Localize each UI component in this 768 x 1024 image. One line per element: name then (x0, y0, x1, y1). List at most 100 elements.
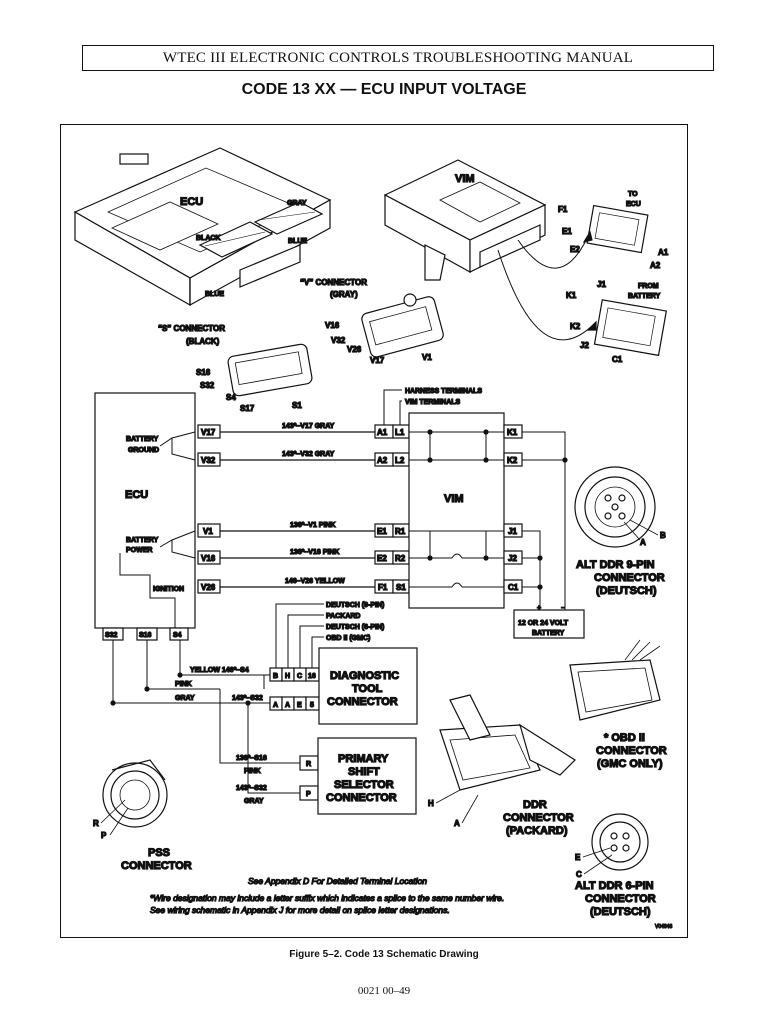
diag-title-2: TOOL (352, 683, 383, 695)
vim-block (408, 412, 505, 609)
pss-pin-r: R (306, 761, 311, 768)
ecu-terminal-v1: V1 (203, 527, 213, 536)
e2-pin-label: E2 (570, 245, 580, 254)
pss-title-3: SELECTOR (334, 779, 394, 791)
harness-f1: F1 (378, 583, 388, 592)
from-battery-connector-drawing (593, 299, 668, 357)
ecu-block (94, 392, 196, 629)
ecu-blue2-label: BLUE (205, 291, 224, 298)
page-number: 0021 00–49 (357, 985, 411, 997)
e1-pin-label: E1 (562, 227, 572, 236)
vim-c1: C1 (508, 583, 519, 592)
figure-frame (60, 124, 688, 938)
harness-terminals-label: HARNESS TERMINALS (405, 388, 482, 395)
wire-label-v26: 146–V26 YELLOW (285, 578, 345, 585)
diag-pin-16: 16 (308, 673, 316, 680)
vim-r1: R1 (395, 527, 406, 536)
v32-pin-label: V32 (331, 336, 346, 345)
diagnostic-pins (269, 667, 320, 711)
harness-a2: A2 (377, 456, 388, 465)
v1-pin-label: V1 (422, 353, 432, 362)
pss-connector-label: PSS (148, 847, 170, 859)
vim-module-drawing (383, 159, 547, 281)
v17-pin-label: V17 (370, 356, 385, 365)
page-title: CODE 13 XX — ECU INPUT VOLTAGE (241, 81, 527, 98)
alt6-c-label: C (576, 870, 582, 879)
obd-title-2: CONNECTOR (596, 745, 667, 757)
harness-e2: E2 (377, 554, 387, 563)
alt-ddr-9pin-drawing (574, 466, 656, 548)
v16-pin-label: V16 (325, 321, 340, 330)
diag-pin-a2: A (285, 702, 290, 709)
harness-a1: A1 (377, 428, 388, 437)
alt6-title-3: (DEUTSCH) (590, 906, 651, 918)
vim-module-label: VIM (455, 173, 475, 185)
ecu-terminals (197, 424, 221, 594)
battery-plus: + (537, 605, 541, 612)
s-connector-color: (BLACK) (186, 337, 220, 346)
s-connector-label: “S” CONNECTOR (158, 324, 225, 333)
battery-box (513, 609, 585, 639)
a2-pin-label: A2 (650, 261, 661, 270)
ecu-terminal-v32: V32 (201, 456, 216, 465)
wire-label-v17: 143*–V17 GRAY (282, 423, 335, 430)
diagnostic-tool-block (318, 647, 418, 725)
j1-pin-label: J1 (597, 280, 606, 289)
alt6-e-label: E (575, 853, 581, 862)
pss-pin-p: P (306, 791, 311, 798)
s16-pin-label: S16 (196, 368, 211, 377)
ecu-terminal-v26: V26 (201, 583, 216, 592)
f1-pin-label: F1 (558, 205, 568, 214)
vim-r2: R2 (395, 554, 406, 563)
pss-p-label: P (101, 831, 107, 840)
pss-r-label: R (93, 819, 99, 828)
from-battery-label-2: BATTERY (628, 293, 661, 300)
ddr-title-2: CONNECTOR (503, 812, 574, 824)
v-connector-label: “V” CONNECTOR (300, 278, 367, 287)
diag-pin-5: 5 (310, 702, 314, 709)
ecu-terminal-s4: S4 (173, 632, 182, 639)
v26-pin-label: V26 (347, 345, 362, 354)
battery-voltage-label: 12 OR 24 VOLT (518, 620, 569, 627)
s17-pin-label: S17 (240, 404, 255, 413)
to-ecu-connector-drawing (586, 204, 649, 254)
pss-wire-s16: 136*–S16 (236, 755, 267, 762)
ecu-blue-label: BLUE (288, 238, 307, 245)
from-battery-label: FROM (638, 283, 659, 290)
s32-pin-label: S32 (200, 381, 215, 390)
pss-connector-drawing (102, 759, 168, 828)
alt6-title-2: CONNECTOR (585, 893, 656, 905)
v-connector-color: (GRAY) (330, 290, 358, 299)
wire-label-v1: 136*–V1 PINK (290, 522, 336, 529)
alt6-title-1: ALT DDR 6-PIN (575, 880, 654, 892)
ecu-block-label: ECU (125, 489, 148, 501)
s-connector-drawing (227, 343, 313, 397)
wire-label-pink: PINK (175, 681, 192, 688)
wire-label-gray: GRAY (175, 695, 195, 702)
s4-pin-label: S4 (226, 393, 236, 402)
manual-title: WTEC III ELECTRONIC CONTROLS TROUBLESHOO… (82, 45, 714, 71)
deutsch-9pin-label: DEUTSCH (9-PIN) (326, 602, 384, 609)
ddr-packard-drawing (439, 694, 576, 791)
ddr-h-label: H (428, 799, 434, 808)
ecu-terminal-v17: V17 (201, 428, 216, 437)
wire-label-s32: 143*–S32 (232, 695, 263, 702)
wire-label-v32: 143*–V32 GRAY (282, 451, 335, 458)
drawing-id: V04846 (655, 924, 672, 930)
battery-ground-label: BATTERY (126, 436, 159, 443)
primary-shift-selector-block (317, 737, 417, 815)
harness-e1: E1 (377, 527, 387, 536)
k2-pin-label: K2 (570, 322, 581, 331)
diag-pin-c: C (297, 673, 302, 680)
alt9-title-2: CONNECTOR (594, 572, 665, 584)
ecu-terminal-s32: S32 (105, 632, 118, 639)
j2-pin-label: J2 (580, 341, 589, 350)
vim-s1: S1 (396, 583, 406, 592)
v-connector-drawing (361, 293, 444, 358)
to-ecu-label: TO (628, 191, 638, 198)
packard-label: PACKARD (326, 613, 360, 620)
battery-minus: − (561, 605, 565, 612)
vim-terminals-label: VIM TERMINALS (405, 399, 461, 406)
alt9-title-3: (DEUTSCH) (596, 585, 657, 597)
pss-wire-s32: 143*–S32 (236, 785, 267, 792)
